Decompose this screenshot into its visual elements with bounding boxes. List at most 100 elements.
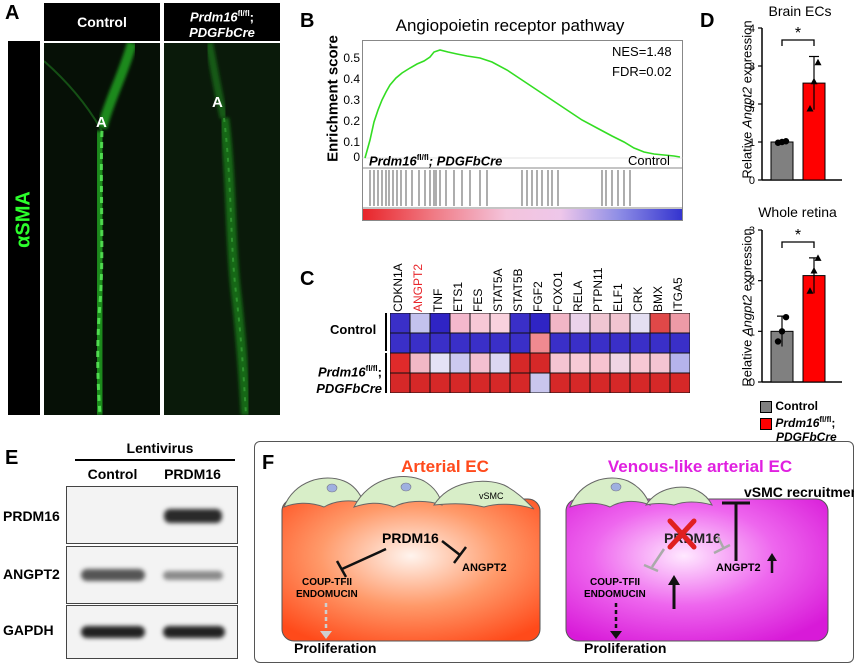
heatmap-cell — [529, 352, 551, 374]
legend-mutant: Prdm16fl/fl; PDGFbCre — [760, 413, 837, 444]
allele-sup: fl/fl — [237, 9, 250, 18]
heatmap-cell — [529, 332, 551, 354]
heatmap-group-bar-mutant — [385, 353, 387, 393]
panel-f-letter: F — [262, 452, 275, 474]
y-tick-label: 2 — [749, 99, 755, 111]
heatmap-cell — [609, 332, 631, 354]
heatmap-gene-label: FGF2 — [531, 281, 545, 312]
angpt2-right: ANGPT2 — [716, 562, 761, 574]
heatmap-cell — [549, 313, 571, 334]
prdm16-right: PRDM16 — [664, 530, 721, 546]
proliferation-right: Proliferation — [584, 640, 666, 656]
prdm16-left: PRDM16 — [382, 530, 439, 546]
gsea-ylabel: Enrichment score — [324, 35, 342, 162]
heatmap-gene-label: RELA — [571, 280, 585, 312]
blot-row-label-gapdh: GAPDH — [3, 622, 54, 638]
heatmap-cell — [509, 313, 531, 334]
heatmap-cell — [629, 332, 651, 354]
heatmap-cell — [669, 313, 690, 334]
heatmap-cell — [669, 332, 690, 354]
inhibit-arrow-to-angpt2 — [441, 540, 461, 556]
blot-angpt2 — [66, 546, 238, 604]
coup-left-1: COUP-TFII — [302, 577, 352, 588]
data-point — [814, 254, 822, 261]
heatmap-cell — [509, 372, 531, 393]
heatmap-cell — [449, 352, 471, 374]
heatmap-cell — [449, 332, 471, 354]
heatmap-cell — [390, 352, 411, 374]
heatmap-cell — [429, 352, 451, 374]
blot-row-label-prdm16: PRDM16 — [3, 508, 60, 524]
vsmc-small-label: vSMC — [479, 491, 504, 501]
heatmap-cell — [649, 352, 671, 374]
inhibit-arrow-to-coup — [341, 547, 387, 571]
heatmap-gene-label: STAT5B — [511, 268, 525, 312]
blot-header-line — [75, 459, 235, 461]
rank-gradient-bar — [363, 209, 682, 220]
arrowhead-right — [610, 631, 622, 639]
heatmap-gene-label: FES — [471, 288, 485, 312]
gsea-nes: NES=1.48 — [612, 44, 672, 59]
blot-gapdh — [66, 605, 238, 659]
y-tick-label: 1 — [749, 137, 755, 149]
heatmap-cell — [409, 332, 431, 354]
heatmap-cell — [629, 372, 651, 393]
significance-bracket — [781, 39, 815, 46]
heatmap-cell — [489, 313, 511, 334]
up-arrowhead-angpt2 — [767, 553, 777, 561]
micrograph-control: A — [44, 43, 160, 415]
micrograph-mutant: A — [164, 43, 280, 415]
heatmap-cell — [509, 332, 531, 354]
significance-star: * — [795, 227, 801, 244]
heatmap-cell — [390, 332, 411, 354]
retina-title: Whole retina — [758, 204, 837, 220]
gsea-title: Angiopoietin receptor pathway — [395, 16, 625, 35]
heatmap-cell — [569, 372, 591, 393]
heatmap-cell — [409, 372, 431, 393]
deletion-x-icon — [667, 518, 697, 550]
gene-name: Prdm16 — [189, 9, 238, 25]
gsea-right-label: Control — [628, 153, 670, 168]
y-tick-label: 1 — [749, 326, 755, 338]
heatmap-cell — [529, 372, 551, 393]
heatmap-cell — [629, 313, 651, 334]
y-tick-label: 0 — [749, 377, 755, 389]
data-point — [814, 58, 822, 66]
right-title: Venous-like arterial EC — [607, 457, 793, 476]
vsmc-nuclei-left — [326, 482, 412, 493]
heatmap-cell — [609, 352, 631, 374]
heatmap-gene-label: CDKN1A — [391, 263, 405, 312]
significance-star: * — [795, 25, 801, 42]
heatmap-gene-label: ITGA5 — [671, 277, 685, 312]
vsmc-cells-left — [283, 476, 535, 510]
data-point — [782, 313, 790, 321]
heatmap-gene-label: ELF1 — [611, 283, 625, 312]
heatmap-cell — [469, 352, 491, 374]
venous-like-ec-cell — [565, 498, 829, 642]
heatmap-cell — [549, 372, 571, 393]
gsea-left-label: Prdm16fl/fl; PDGFbCre — [369, 153, 503, 169]
panel-b-letter: B — [300, 10, 315, 32]
y-tick-label: 4 — [749, 23, 755, 35]
heatmap-cell — [529, 313, 551, 334]
artery-label: A — [96, 114, 107, 131]
heatmap-cell — [429, 313, 451, 334]
data-point — [810, 77, 818, 85]
blot-prdm16 — [66, 486, 238, 544]
heatmap-gene-label: CRK — [631, 286, 645, 312]
data-point — [782, 138, 790, 145]
heatmap-cell — [449, 313, 471, 334]
legend-swatch-control — [760, 400, 772, 413]
cre-line: PDGFbCre — [189, 25, 255, 41]
heatmap-gene-label: ANGPT2 — [411, 263, 425, 312]
inhibit-arrow-to-coup-right — [650, 548, 666, 568]
coup-right-1: COUP-TFII — [590, 577, 640, 588]
heatmap-row-label-mutant: Prdm16fl/fl; PDGFbCre — [316, 364, 382, 397]
panel-a-col2-header: Prdm16fl/fl; PDGFbCre — [164, 3, 280, 41]
heatmap-cell — [390, 313, 411, 334]
coup-right-2: ENDOMUCIN — [584, 589, 646, 600]
heatmap-gene-label: TNF — [431, 288, 445, 312]
heatmap-cell — [390, 372, 411, 393]
heatmap-cell — [469, 332, 491, 354]
